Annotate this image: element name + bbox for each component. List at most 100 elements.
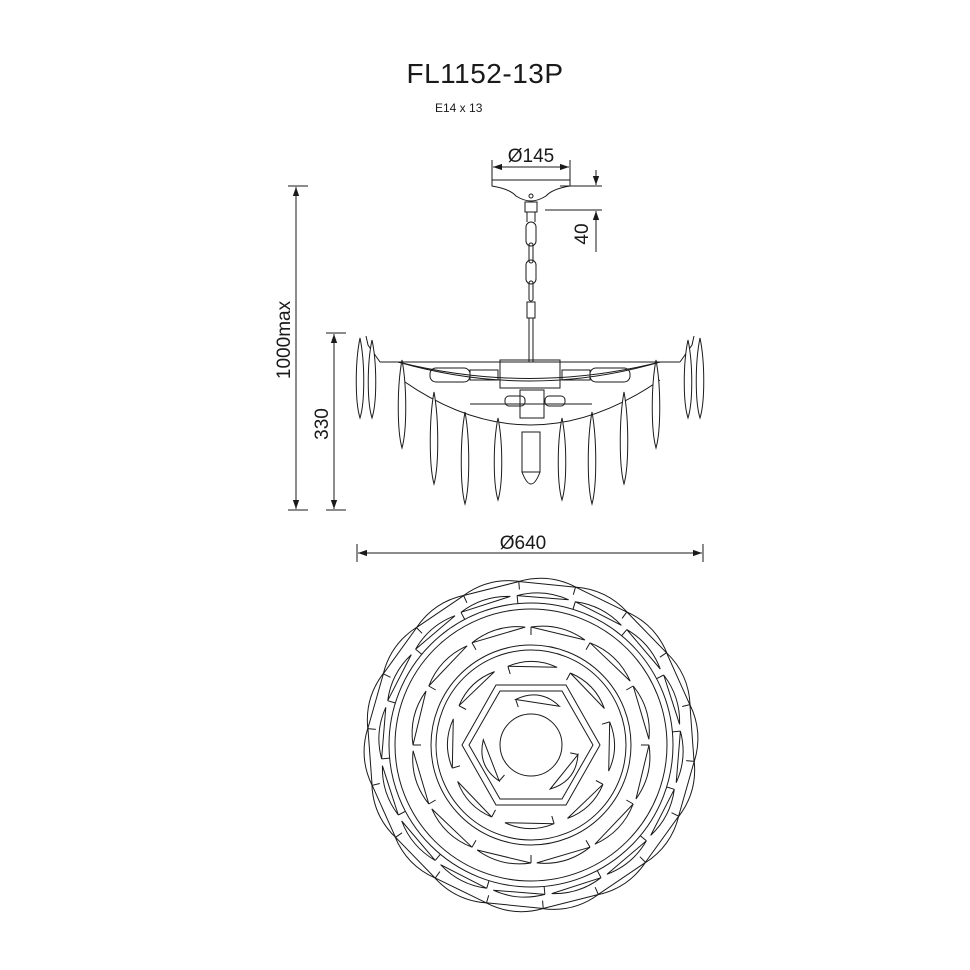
crystal-blade <box>507 660 558 668</box>
blade-hook <box>395 832 403 838</box>
top-view <box>388 602 674 888</box>
blade-hook <box>659 652 667 658</box>
overall-diameter-label: Ø640 <box>500 533 546 554</box>
crystal-blade <box>471 626 526 644</box>
crystal-blade <box>434 877 487 904</box>
blade-hook <box>486 895 490 904</box>
canopy-height-label: 40 <box>572 223 593 244</box>
crystal-blade <box>606 840 647 875</box>
crystal-blade <box>551 877 602 895</box>
blade-hook <box>594 886 599 895</box>
blade-hook <box>682 704 691 707</box>
crystal-drop <box>587 411 597 506</box>
crystal-blade <box>363 727 373 786</box>
blade-hook <box>398 810 406 816</box>
blade-hook <box>585 642 591 650</box>
blade-hook <box>621 611 628 619</box>
blade-hook <box>458 705 467 710</box>
crystal-drop <box>397 359 407 450</box>
crystal-drop <box>683 339 693 420</box>
crystal-blade <box>575 586 628 613</box>
body-height-label: 330 <box>312 408 333 440</box>
crystal-blade <box>663 674 681 725</box>
crystal-drop <box>619 391 629 486</box>
crystal-blade <box>608 721 616 772</box>
side-view <box>365 179 695 485</box>
blade-hook <box>507 666 511 675</box>
crystal-blade <box>415 615 456 650</box>
crystal-blade <box>650 789 675 836</box>
crystal-blade <box>460 595 511 613</box>
top-crystal-rings <box>363 577 699 913</box>
blade-hook <box>416 627 423 634</box>
blade-hook <box>486 880 490 889</box>
blade-hook <box>671 812 679 817</box>
blade-hook <box>626 799 634 805</box>
blade-hook <box>656 674 664 680</box>
crystal-blade <box>504 822 555 830</box>
crystal-drop <box>460 411 470 506</box>
crystal-blade <box>381 765 399 816</box>
blade-hook <box>471 642 477 650</box>
blade-hook <box>428 799 436 805</box>
blade-hook <box>387 700 396 704</box>
blade-hook <box>570 752 579 755</box>
crystal-blade <box>567 783 604 819</box>
crystal-drop <box>493 417 503 502</box>
blade-hook <box>621 629 628 637</box>
crystal-blade <box>666 652 691 706</box>
blade-hook <box>434 853 441 861</box>
crystal-blade <box>548 752 579 790</box>
crystal-blade <box>518 577 577 588</box>
blade-hook <box>626 685 634 691</box>
crystal-blade <box>594 803 634 845</box>
blade-hook <box>672 730 681 733</box>
crystal-blade <box>516 592 569 601</box>
blade-hook <box>518 581 520 590</box>
crystal-blade <box>428 645 468 687</box>
blade-hook <box>471 840 477 848</box>
model-title: FL1152-13P <box>406 58 564 89</box>
crystal-blade <box>463 580 520 596</box>
crystal-blade <box>530 625 586 641</box>
crystal-blade <box>387 654 412 701</box>
crystal-blade <box>378 707 387 760</box>
crystal-blade <box>458 671 495 707</box>
crystal-drop <box>557 417 567 502</box>
blade-hook <box>542 900 544 909</box>
blade-hook <box>381 757 390 760</box>
crystal-blade <box>476 849 532 865</box>
blade-hook <box>383 673 391 678</box>
blade-hook <box>572 586 576 595</box>
crystal-blade <box>542 894 599 910</box>
blade-hook <box>601 721 610 725</box>
crystal-drop <box>367 339 377 420</box>
crystal-drop <box>651 359 661 450</box>
blade-hook <box>371 783 380 786</box>
blade-hook <box>566 672 571 681</box>
crystal-blade <box>635 744 651 800</box>
crystal-blade <box>514 694 562 708</box>
canopy-diameter-label: Ø145 <box>508 146 554 167</box>
crystal-drop <box>429 391 439 486</box>
crystal-blade <box>440 864 487 889</box>
crystal-blade <box>675 730 684 783</box>
blade-hook <box>666 786 675 790</box>
blade-hook <box>595 780 604 785</box>
crystal-blade <box>569 672 605 709</box>
crystal-blade <box>411 690 427 746</box>
chain <box>525 221 537 302</box>
blade-hook <box>515 699 519 708</box>
crystal-drop <box>355 337 365 420</box>
crystal-blade <box>431 808 473 848</box>
blade-hook <box>452 765 461 769</box>
crystal-blade <box>689 704 699 763</box>
blade-hook <box>572 601 576 610</box>
blade-hook <box>460 612 466 620</box>
blade-hook <box>551 815 555 824</box>
crystal-blade <box>632 685 650 740</box>
blade-hook <box>585 840 591 848</box>
blade-hook <box>596 870 602 878</box>
blade-hook <box>639 835 647 842</box>
